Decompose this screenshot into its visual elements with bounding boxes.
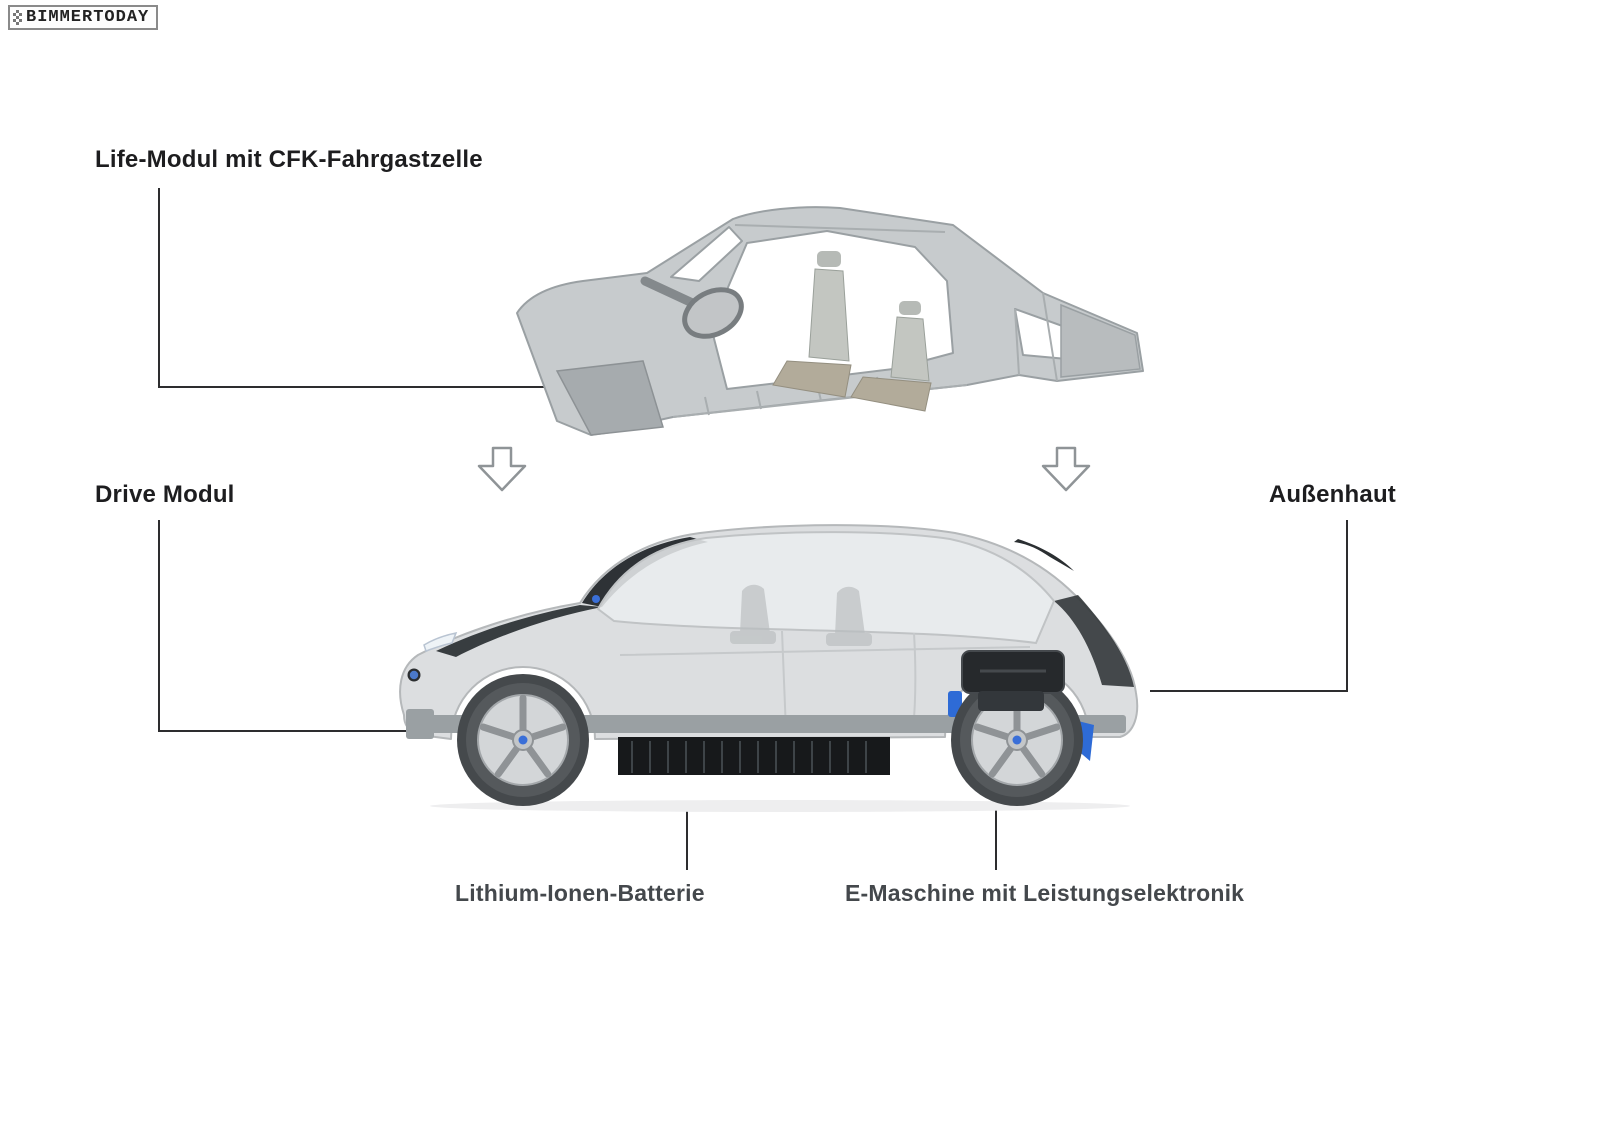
front-seat: [772, 251, 852, 398]
frame-rear-panel: [1060, 303, 1141, 378]
label-drive-module: Drive Modul: [95, 481, 235, 508]
drive-module-connector-line: [158, 520, 432, 732]
interior-seats-hint: [730, 584, 872, 646]
battery-fins: [631, 741, 867, 773]
label-outer-skin: Außenhaut: [1268, 481, 1396, 508]
label-battery: Lithium-Ionen-Batterie: [455, 880, 705, 906]
rear-pillar-dark: [1054, 595, 1134, 687]
label-e-machine: E-Maschine mit Leistungselektronik: [845, 880, 1245, 906]
rear-seat: [850, 301, 932, 412]
life-module-connector-line: [158, 188, 548, 388]
battery-connector-line: [686, 808, 688, 870]
e-machine-connector-line: [995, 808, 997, 870]
checker-pattern-icon: [13, 10, 22, 25]
roof-spoiler-dark: [1014, 539, 1074, 571]
life-module-frame-illustration: [516, 206, 1144, 436]
outer-skin-connector-line: [1150, 520, 1348, 692]
front-wheel: [457, 674, 589, 806]
frame-front-floor: [555, 360, 664, 436]
watermark-badge: BIMMERTODAY: [8, 5, 159, 30]
i-badge-blue-dot: [592, 595, 600, 603]
ground-shadow: [430, 800, 1130, 812]
chassis-front-tip: [406, 709, 434, 739]
watermark-text: BIMMERTODAY: [26, 8, 150, 27]
car-side-illustration: [399, 524, 1139, 812]
bmw-roundel-inner: [409, 670, 419, 680]
chassis-rocker-bar: [420, 715, 1126, 733]
label-life-module: Life-Modul mit CFK-Fahrgastzelle: [95, 146, 483, 173]
down-arrow-icon: [477, 446, 527, 492]
down-arrow-icon: [1041, 446, 1091, 492]
hood-dark-band: [436, 605, 602, 657]
glasshouse: [596, 531, 1056, 645]
headlight: [423, 631, 458, 652]
e-machine-unit: [961, 650, 1065, 711]
steering-wheel: [682, 287, 744, 339]
battery-pack: [618, 737, 890, 775]
